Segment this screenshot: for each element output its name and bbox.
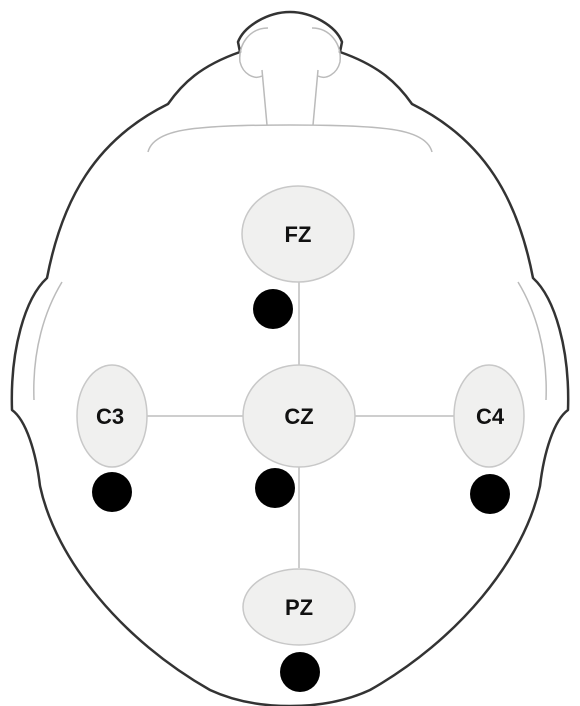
electrode-label-c4: C4 [476,404,505,429]
nose-detail [239,27,341,126]
electrode-c3: C3 [76,364,148,468]
electrode-label-fz: FZ [285,222,312,247]
right-ear-detail [517,281,547,401]
marker-below-pz [280,652,320,692]
left-ear-detail [33,281,63,401]
marker-below-c4 [470,474,510,514]
electrode-label-cz: CZ [284,404,313,429]
electrode-label-c3: C3 [96,404,124,429]
marker-below-fz [253,289,293,329]
marker-below-cz [255,468,295,508]
marker-below-c3 [92,472,132,512]
electrode-pz: PZ [242,568,356,646]
electrode-c4: C4 [453,364,525,468]
electrode-label-pz: PZ [285,595,313,620]
electrode-connectors [147,280,454,568]
head-outline [10,10,570,706]
reference-markers [92,289,510,692]
electrode-fz: FZ [241,185,355,283]
forehead-curve [147,124,433,153]
electrode-cz: CZ [242,364,356,468]
